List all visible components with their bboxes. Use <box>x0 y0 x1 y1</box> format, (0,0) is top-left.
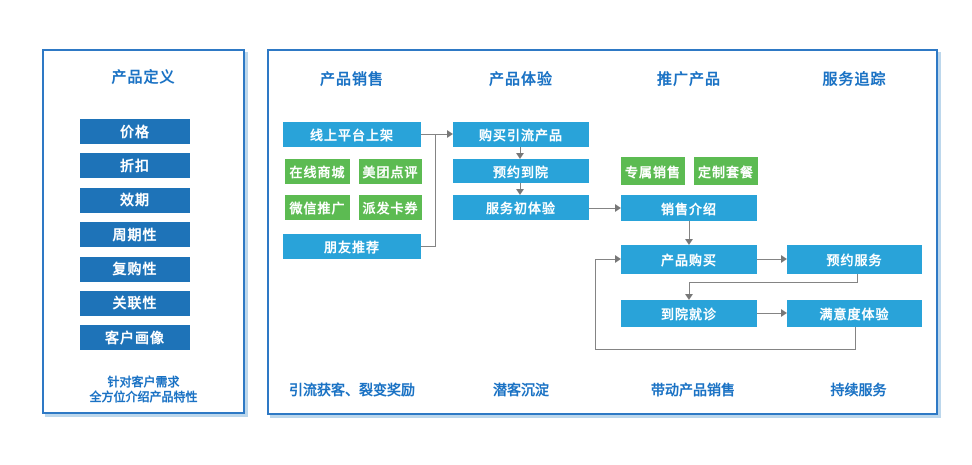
column-header-product-experience: 产品体验 <box>488 71 553 88</box>
connector-platform-to-buy-arrow <box>447 130 453 138</box>
product-definition-panel: 产品定义 价格 折扣 效期 周期性 复购性 关联性 客户画像 针对客户需求 全方… <box>42 49 245 414</box>
connector-service-to-visit-arrow <box>685 294 693 300</box>
connector-book-to-first-line <box>520 183 521 189</box>
customer-journey-panel: 产品销售 产品体验 推广产品 服务追踪 线上平台上架 在线商城 美团点评 微信推… <box>267 49 938 415</box>
connector-referral-up-line <box>435 134 436 247</box>
column-footer-drive-sales: 带动产品销售 <box>651 382 735 398</box>
column-footer-prospect-settling: 潜客沉淀 <box>493 382 549 398</box>
feature-list: 价格 折扣 效期 周期性 复购性 关联性 客户画像 <box>80 119 190 351</box>
connector-first-to-intro-arrow <box>615 204 621 212</box>
feature-customer-profile: 客户画像 <box>80 325 190 351</box>
note-line-1: 针对客户需求 <box>107 375 180 389</box>
connector-loop-bottom-line <box>595 349 856 350</box>
node-buy-lead-product: 购买引流产品 <box>453 122 589 147</box>
connector-loop-in-line <box>595 259 615 260</box>
connector-purchase-to-service-arrow <box>781 255 787 263</box>
feature-discount: 折扣 <box>80 153 190 179</box>
connector-buy-to-book-arrow <box>516 153 524 159</box>
connector-referral-out-line <box>421 246 436 247</box>
connector-intro-to-purchase-line <box>689 221 690 239</box>
column-header-product-sales: 产品销售 <box>319 71 384 88</box>
connector-visit-to-satisfaction-line <box>757 313 781 314</box>
connector-service-across-line <box>689 282 858 283</box>
node-meituan-review: 美团点评 <box>359 159 422 184</box>
connector-purchase-to-service-line <box>757 259 781 260</box>
node-coupon-distribution: 派发卡券 <box>359 195 422 220</box>
node-friend-referral: 朋友推荐 <box>283 234 421 259</box>
column-header-product-promotion: 推广产品 <box>656 71 721 88</box>
connector-intro-to-purchase-arrow <box>685 239 693 245</box>
note-line-2: 全方位介绍产品特性 <box>89 390 198 404</box>
connector-loop-in-arrow <box>615 255 621 263</box>
connector-loop-up-line <box>595 259 596 349</box>
feature-price: 价格 <box>80 119 190 144</box>
node-hospital-visit: 到院就诊 <box>621 300 757 327</box>
node-online-platform: 线上平台上架 <box>283 122 421 147</box>
connector-book-to-first-arrow <box>516 189 524 195</box>
connector-first-to-intro-line <box>589 208 615 209</box>
column-footer-continuous-service: 持续服务 <box>830 382 887 398</box>
node-wechat-promo: 微信推广 <box>285 195 350 220</box>
node-book-visit: 预约到院 <box>453 159 589 183</box>
connector-loop-down-line <box>855 327 856 349</box>
feature-relevance: 关联性 <box>80 290 190 316</box>
feature-repurchase: 复购性 <box>80 256 190 282</box>
node-sales-intro: 销售介绍 <box>621 195 757 221</box>
node-first-service-experience: 服务初体验 <box>453 195 589 220</box>
node-exclusive-sales: 专属销售 <box>621 157 685 185</box>
connector-service-down-line <box>857 274 858 282</box>
connector-visit-to-satisfaction-arrow <box>781 309 787 317</box>
node-satisfaction-experience: 满意度体验 <box>787 300 922 327</box>
node-product-purchase: 产品购买 <box>621 245 757 274</box>
feature-periodicity: 周期性 <box>80 222 190 248</box>
connector-platform-to-buy-line <box>421 134 448 135</box>
node-book-service: 预约服务 <box>787 245 922 274</box>
connector-service-to-visit-line <box>689 282 690 294</box>
connector-buy-to-book-line <box>520 147 521 153</box>
feature-validity: 效期 <box>80 187 190 213</box>
left-panel-note: 针对客户需求 全方位介绍产品特性 <box>44 375 243 405</box>
panel-title-product-definition: 产品定义 <box>111 69 176 86</box>
node-online-mall: 在线商城 <box>285 159 350 184</box>
node-custom-package: 定制套餐 <box>694 157 758 185</box>
column-footer-lead-generation: 引流获客、裂变奖励 <box>289 382 415 398</box>
column-header-service-tracking: 服务追踪 <box>822 71 887 88</box>
